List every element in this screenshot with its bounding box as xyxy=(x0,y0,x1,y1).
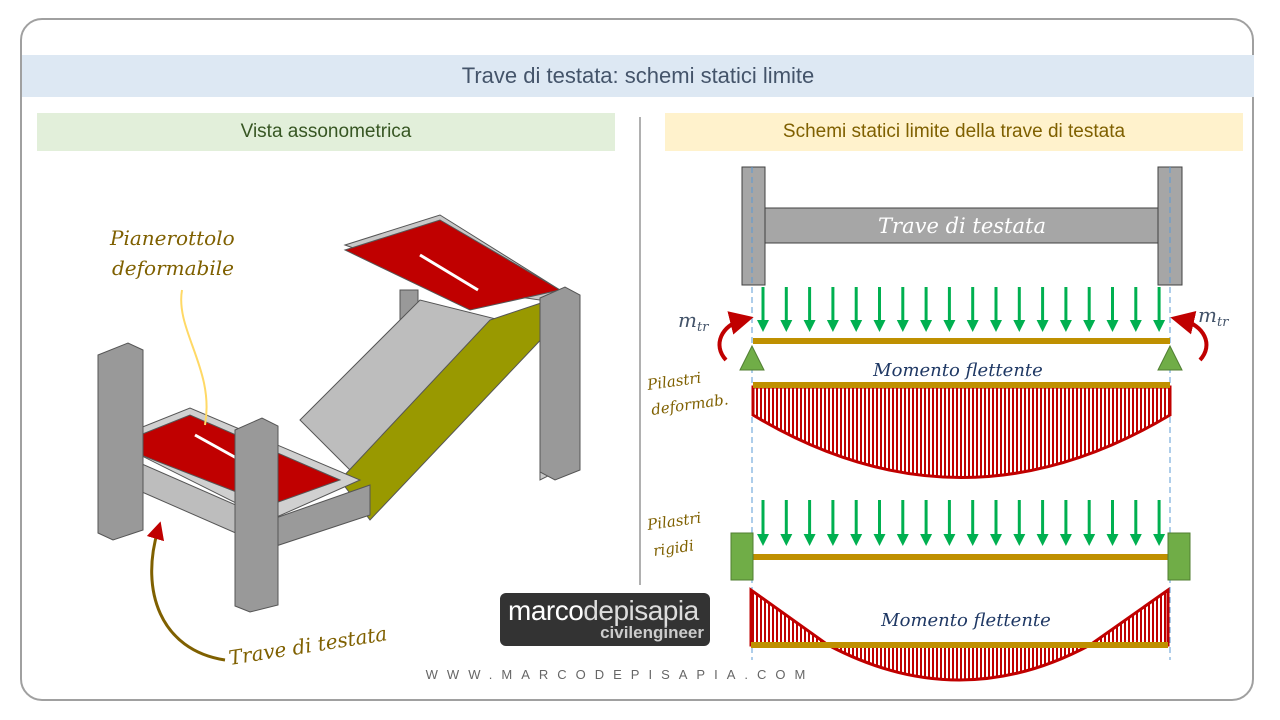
moment-baseline-2 xyxy=(751,642,1168,648)
isometric-view xyxy=(97,214,581,662)
column-right-schematic xyxy=(1157,166,1183,286)
load-arrowhead xyxy=(1083,534,1096,546)
load-arrowhead xyxy=(966,320,979,332)
support-right xyxy=(1157,344,1183,371)
moment-diagram-1-label: Momento flettente xyxy=(872,360,1043,381)
load-arrowhead xyxy=(920,320,933,332)
load-arrowhead xyxy=(896,534,909,546)
load-arrowhead xyxy=(1129,320,1142,332)
left-panel-heading: Vista assonometrica xyxy=(37,113,615,151)
column-left xyxy=(97,342,144,541)
moment-label-right: mtr xyxy=(1198,303,1229,330)
load-arrowhead xyxy=(873,534,886,546)
load-arrowhead xyxy=(757,534,769,546)
distributed-load-2 xyxy=(757,500,1166,546)
load-arrowhead xyxy=(850,534,863,546)
footer-url: WWW.MARCODEPISAPIA.COM xyxy=(425,667,815,682)
moment-arrow-right xyxy=(1170,310,1209,362)
load-arrowhead xyxy=(1013,320,1026,332)
moment-diagram-1 xyxy=(751,385,1172,479)
load-arrowhead xyxy=(1106,320,1119,332)
moment-diagram-2-pos xyxy=(827,643,1091,682)
load-arrowhead xyxy=(1129,534,1142,546)
lower-landing-slab xyxy=(113,414,342,506)
column-left-schematic xyxy=(741,166,766,286)
case1-label-line1: Pilastri xyxy=(645,369,702,395)
case2-label-line2: rigidi xyxy=(652,536,695,560)
load-arrowhead xyxy=(780,534,793,546)
load-arrowhead xyxy=(896,320,909,332)
panel-divider xyxy=(639,117,641,585)
support-left xyxy=(739,344,765,371)
load-arrowhead xyxy=(826,534,839,546)
load-arrowhead xyxy=(803,320,816,332)
load-arrowhead xyxy=(1036,534,1049,546)
case2-label-line1: Pilastri xyxy=(645,509,702,535)
column-right xyxy=(234,417,279,613)
load-arrowhead xyxy=(1083,320,1096,332)
load-arrowhead xyxy=(803,534,816,546)
load-arrowhead xyxy=(1153,320,1166,332)
load-arrowhead xyxy=(826,320,839,332)
case1-label-line2: deformab. xyxy=(650,390,730,419)
load-arrowhead xyxy=(850,320,863,332)
beam-line-2 xyxy=(753,554,1170,560)
moment-diagram-2-neg-right xyxy=(1085,587,1170,647)
load-arrowhead xyxy=(943,534,956,546)
load-arrowhead xyxy=(1013,534,1026,546)
logo: marcodepisapia civilengineer xyxy=(500,593,710,646)
deformation-arrow xyxy=(419,253,479,292)
load-arrowhead xyxy=(1036,320,1049,332)
load-arrowhead xyxy=(1106,534,1119,546)
moment-diagram-2-label: Momento flettente xyxy=(880,610,1051,631)
load-arrowhead xyxy=(966,534,979,546)
load-arrowhead xyxy=(990,534,1002,546)
distributed-load-1 xyxy=(757,287,1166,332)
fixed-support-right xyxy=(1167,532,1191,581)
label-beam: Trave di testata xyxy=(227,621,389,670)
load-arrowhead xyxy=(780,320,793,332)
beam-line-1 xyxy=(753,338,1170,344)
upper-landing-slab xyxy=(343,219,562,311)
load-arrowhead xyxy=(920,534,933,546)
load-arrowhead xyxy=(1153,534,1166,546)
load-arrowhead xyxy=(1059,320,1072,332)
right-panel-heading: Schemi statici limite della trave di tes… xyxy=(665,113,1243,151)
pointer-landing xyxy=(180,289,208,426)
load-arrowhead xyxy=(943,320,956,332)
fixed-support-left xyxy=(730,532,754,581)
moment-arrow-left xyxy=(717,311,754,362)
label-landing-line1: Pianerottolo xyxy=(109,226,235,250)
load-arrowhead xyxy=(873,320,886,332)
moment-diagram-2-neg-left xyxy=(749,587,833,647)
label-landing-line2: deformabile xyxy=(112,256,234,280)
load-arrowhead xyxy=(1059,534,1072,546)
load-arrowhead xyxy=(757,320,769,332)
moment-label-left: mtr xyxy=(678,308,709,335)
slide-title: Trave di testata: schemi statici limite xyxy=(22,55,1254,97)
beam-label: Trave di testata xyxy=(878,214,1046,238)
load-arrowhead xyxy=(990,320,1002,332)
pointer-beam xyxy=(146,521,226,662)
slide-frame xyxy=(20,18,1254,701)
moment-baseline-1 xyxy=(753,382,1170,388)
head-beam-schematic xyxy=(764,207,1159,244)
